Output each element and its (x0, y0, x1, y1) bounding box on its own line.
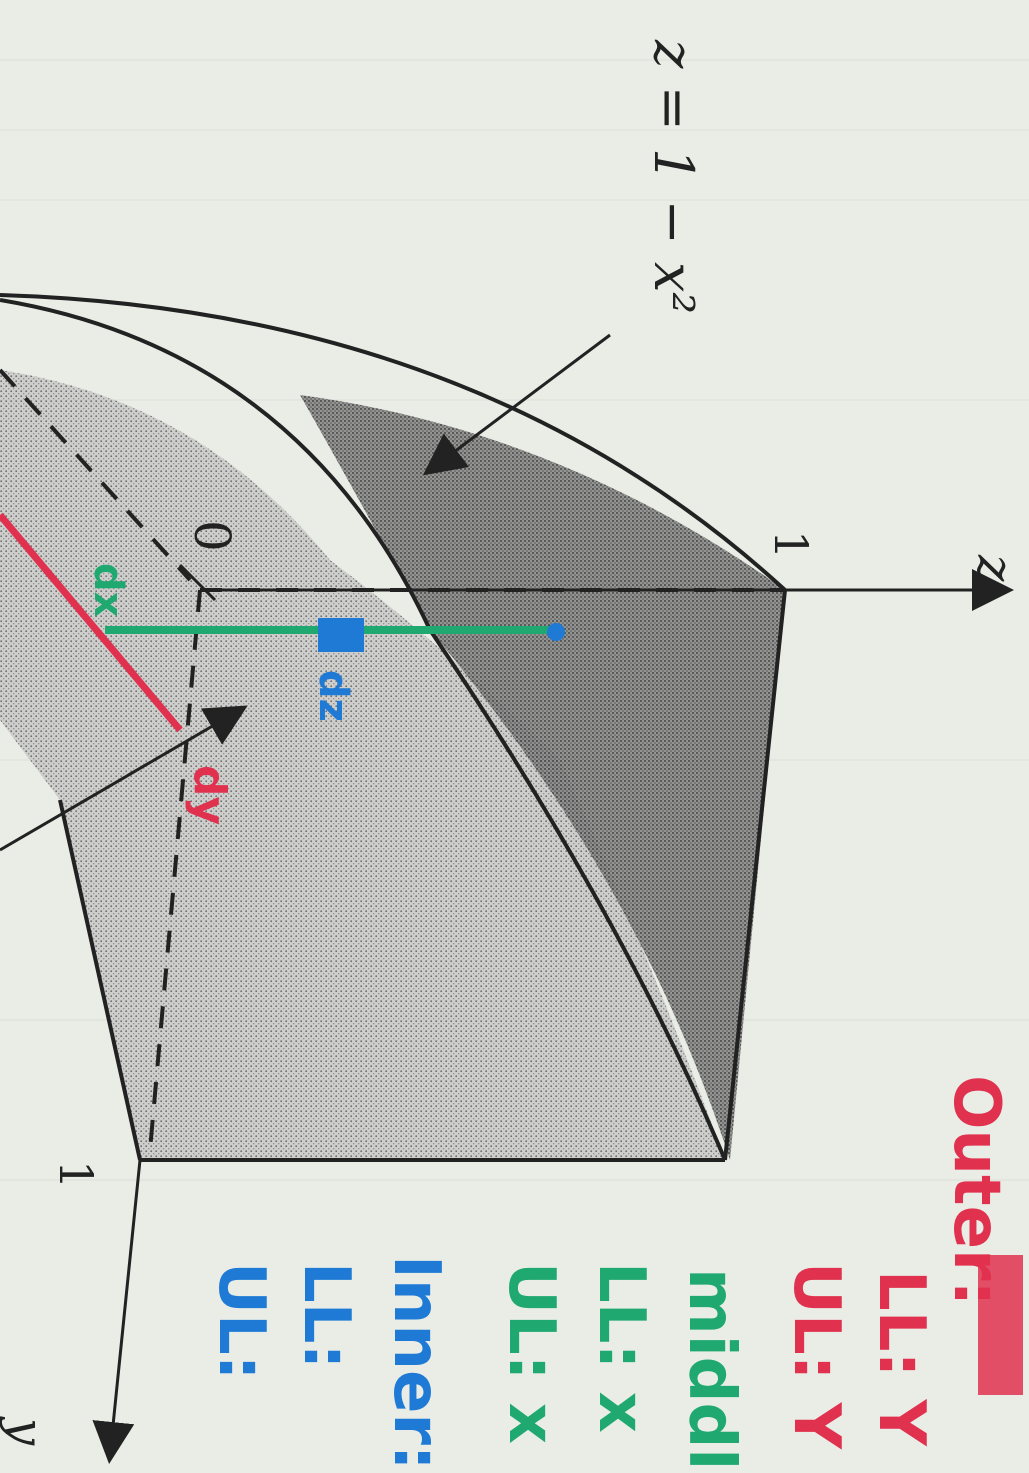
inner-ll: LL: (289, 1262, 363, 1369)
dz-annotation: dz (310, 670, 356, 722)
middle-heading: middle (674, 1268, 748, 1469)
surface-equation-label: z = 1 − x² (642, 39, 705, 314)
inner-ul: UL: (204, 1262, 278, 1380)
outer-scribble (978, 1255, 1023, 1395)
x-axis-pointer (0, 705, 248, 852)
surface-pointer-arrow (422, 333, 611, 476)
middle-ul: UL: x (494, 1262, 568, 1444)
z-axis-label: z (966, 554, 1024, 582)
y-one-tick-label: 1 (49, 1160, 103, 1189)
inner-heading: Inner: (379, 1255, 453, 1469)
dy-annotation: dy (184, 765, 235, 825)
limit-notes: Outer: LL: Y UL: Y middle LL: x UL: x In… (204, 1075, 1023, 1473)
solid-curved-face (300, 395, 785, 1160)
dy-strip (0, 512, 183, 733)
z-one-tick-label: 1 (764, 530, 818, 559)
dx-annotation: dx (85, 563, 131, 618)
outer-ul: UL: Y (779, 1262, 853, 1450)
axes (92, 563, 1014, 1464)
dz-endpoint (547, 623, 565, 641)
origin-label: 0 (183, 520, 241, 552)
y-axis-label: y (0, 1416, 54, 1446)
middle-ll: LL: x (584, 1262, 658, 1433)
dz-box (318, 618, 364, 652)
y-axis (92, 1159, 142, 1464)
outer-ll: LL: Y (864, 1270, 938, 1446)
